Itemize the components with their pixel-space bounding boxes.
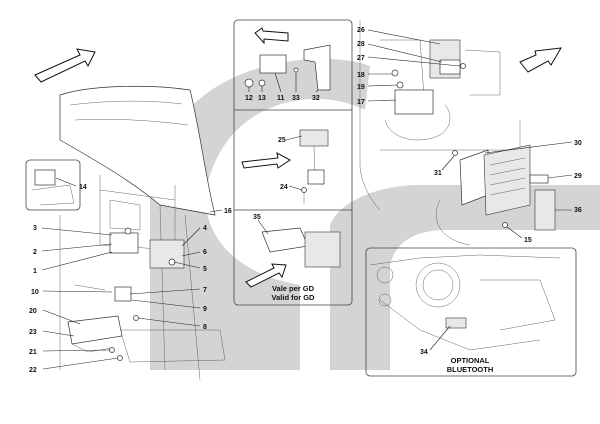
- part-screw-27: [460, 63, 466, 69]
- leader-lines: [41, 29, 573, 370]
- callout-3: 3: [33, 225, 37, 232]
- part-screw-21: [109, 347, 115, 353]
- part-fusebox: [483, 144, 531, 216]
- callout-36: 36: [574, 207, 582, 214]
- callout-7: 7: [203, 287, 207, 294]
- part-bracket-30: [459, 149, 489, 206]
- callout-10: 10: [31, 289, 39, 296]
- part-relay-11: [259, 54, 287, 74]
- gd-panel-frame: [233, 19, 353, 306]
- callout-20: 20: [29, 308, 37, 315]
- part-cover-36: [534, 189, 556, 231]
- caption-vale-per-gd: Vale per GD: [272, 284, 315, 293]
- callout-6: 6: [203, 249, 207, 256]
- part-screw-15: [502, 222, 508, 228]
- callout-26: 26: [357, 27, 365, 34]
- bluetooth-panel-frame: [365, 247, 577, 377]
- callout-12: 12: [245, 95, 253, 102]
- part-screw-33: [293, 67, 299, 73]
- part-washer-13: [258, 79, 266, 87]
- part-cover-29: [529, 174, 549, 184]
- part-unit-25: [299, 129, 329, 147]
- callout-30: 30: [574, 140, 582, 147]
- part-screw-3: [124, 227, 132, 235]
- left-parts: [31, 169, 185, 361]
- callout-13: 13: [258, 95, 266, 102]
- part-holder-28: [439, 59, 461, 75]
- callout-34: 34: [420, 349, 428, 356]
- dashboard-outline: [59, 85, 226, 381]
- callout-14: 14: [79, 184, 87, 191]
- part-bluetooth-34: [445, 317, 467, 329]
- part-module-gd: [304, 231, 341, 268]
- gd-panel-parts: [244, 44, 341, 268]
- callout-9: 9: [203, 306, 207, 313]
- part-bracket-35: [261, 227, 309, 253]
- callout-32: 32: [312, 95, 320, 102]
- detail-14-frame: [25, 159, 81, 211]
- part-nut-12: [244, 78, 254, 88]
- part-sensor-7: [114, 286, 132, 302]
- part-screw-8: [133, 315, 139, 321]
- callout-22: 22: [29, 367, 37, 374]
- part-washer-19: [396, 81, 404, 89]
- caption-optional: OPTIONAL: [451, 356, 490, 365]
- part-sensor-gd: [307, 169, 325, 185]
- callout-23: 23: [29, 329, 37, 336]
- callout-25: 25: [278, 137, 286, 144]
- callout-28: 28: [357, 41, 365, 48]
- callout-2: 2: [33, 249, 37, 256]
- callout-8: 8: [203, 324, 207, 331]
- part-nut-22: [117, 355, 123, 361]
- part-screw-31: [452, 150, 458, 156]
- callout-15: 15: [524, 237, 532, 244]
- callout-5: 5: [203, 266, 207, 273]
- part-module-4: [149, 239, 185, 269]
- callout-1: 1: [33, 268, 37, 275]
- callout-35: 35: [253, 214, 261, 221]
- callout-33: 33: [292, 95, 300, 102]
- part-relay-17: [394, 89, 434, 115]
- arrow-icon: [34, 27, 562, 288]
- part-nut-18: [391, 69, 399, 77]
- callout-19: 19: [357, 84, 365, 91]
- watermark-logo: [150, 58, 600, 370]
- panel-borders: [25, 19, 577, 377]
- fuse-box-parts: [436, 144, 556, 246]
- part-relay-2: [109, 232, 139, 254]
- part-bracket-20: [67, 315, 123, 345]
- part-relay-14: [34, 169, 56, 186]
- bluetooth-interior: [369, 254, 561, 351]
- caption-valid-for-gd: Valid for GD: [272, 293, 316, 302]
- callout-4: 4: [203, 225, 207, 232]
- callout-11: 11: [277, 95, 285, 102]
- part-screw-24: [301, 187, 307, 193]
- callout-17: 17: [357, 99, 365, 106]
- callout-labels: 3 2 1 10 20 23 21 22 14 16 4 6 5 7 9 8 1…: [29, 27, 582, 374]
- callout-21: 21: [29, 349, 37, 356]
- callout-16: 16: [224, 208, 232, 215]
- callout-29: 29: [574, 173, 582, 180]
- caption-bluetooth: BLUETOOTH: [447, 365, 494, 374]
- callout-31: 31: [434, 170, 442, 177]
- callout-18: 18: [357, 72, 365, 79]
- callout-27: 27: [357, 55, 365, 62]
- callout-24: 24: [280, 184, 288, 191]
